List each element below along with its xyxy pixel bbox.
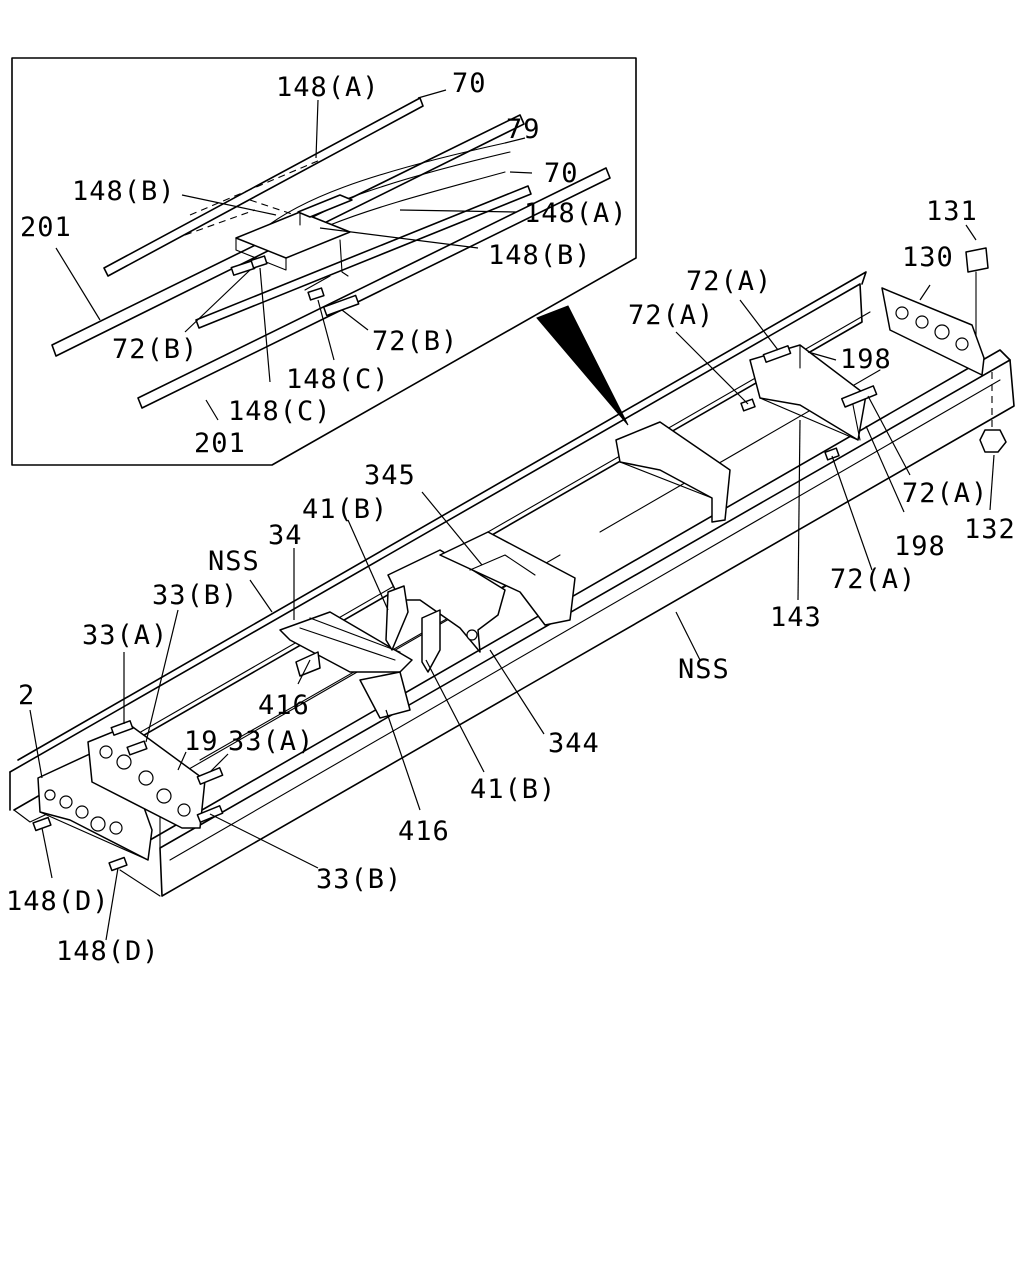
label-198-top: 198 <box>840 344 892 375</box>
label-33a-mid: 33(A) <box>228 726 314 757</box>
label-nss-left: NSS <box>208 546 260 577</box>
label-344: 344 <box>548 728 600 759</box>
bolt-131 <box>965 247 989 273</box>
label-416-bottom: 416 <box>398 816 450 847</box>
label-148c-left: 148(C) <box>228 396 332 427</box>
label-72a-bottom: 72(A) <box>830 564 916 595</box>
detail-inset <box>11 57 637 466</box>
main-frame <box>9 247 1015 897</box>
label-198-bottom: 198 <box>894 531 946 562</box>
label-41b-bottom: 41(B) <box>470 774 556 805</box>
leader-lines <box>29 224 995 941</box>
label-148d-bottom: 148(D) <box>56 936 160 967</box>
label-148c-right: 148(C) <box>286 364 390 395</box>
label-33b-bottom: 33(B) <box>316 864 402 895</box>
label-201-left: 201 <box>20 212 72 243</box>
label-131: 131 <box>926 196 978 227</box>
part-labels: 148(A) 70 79 70 148(B) 148(A) 201 148(B)… <box>6 68 1016 967</box>
crossmember-middle <box>615 421 731 523</box>
label-201-bottom: 201 <box>194 428 246 459</box>
label-148d-left: 148(D) <box>6 886 110 917</box>
label-41b-top: 41(B) <box>302 494 388 525</box>
label-72b-right: 72(B) <box>372 326 458 357</box>
label-2: 2 <box>18 680 35 711</box>
label-70-top: 70 <box>452 68 487 99</box>
detail-pointer <box>536 305 629 426</box>
label-72a-top: 72(A) <box>686 266 772 297</box>
label-345: 345 <box>364 460 416 491</box>
label-148b-left: 148(B) <box>72 176 176 207</box>
label-132: 132 <box>964 514 1016 545</box>
label-416-top: 416 <box>258 690 310 721</box>
label-148b-right: 148(B) <box>488 240 592 271</box>
label-33b-top: 33(B) <box>152 580 238 611</box>
bracket-41b-lower <box>421 609 441 673</box>
bracket-41b-upper <box>385 585 409 651</box>
label-148a-right: 148(A) <box>524 198 628 229</box>
label-79: 79 <box>506 114 541 145</box>
label-130: 130 <box>902 242 954 273</box>
bracket-130 <box>881 287 985 376</box>
label-143: 143 <box>770 602 822 633</box>
label-33a-top: 33(A) <box>82 620 168 651</box>
label-72b-left: 72(B) <box>112 334 198 365</box>
label-nss-right: NSS <box>678 654 730 685</box>
label-148a-top: 148(A) <box>276 72 380 103</box>
nut-132 <box>979 429 1007 453</box>
label-72a-right: 72(A) <box>902 478 988 509</box>
shim-72b-right <box>322 294 360 317</box>
label-70-mid: 70 <box>544 158 579 189</box>
label-19: 19 <box>184 726 219 757</box>
label-72a-left: 72(A) <box>628 300 714 331</box>
label-34: 34 <box>268 520 303 551</box>
